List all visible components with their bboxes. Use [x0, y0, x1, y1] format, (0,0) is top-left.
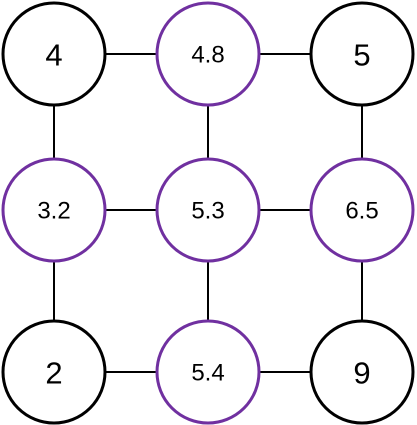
node-r2-c1: 5.4	[155, 319, 261, 425]
node-value: 9	[353, 356, 370, 391]
node-r2-c2: 9	[309, 319, 415, 425]
node-r0-c1: 4.8	[155, 1, 261, 107]
node-r1-c1: 5.3	[155, 157, 261, 263]
edges-layer	[53, 53, 363, 373]
derived-node-circle	[155, 319, 261, 425]
derived-node-circle	[155, 1, 261, 107]
derived-node-circle	[1, 157, 107, 263]
derived-node-circle	[155, 157, 261, 263]
corner-node-circle	[1, 319, 107, 425]
node-r0-c0: 4	[1, 1, 107, 107]
corner-node-circle	[309, 319, 415, 425]
node-value: 5	[353, 38, 370, 73]
node-value: 5.4	[191, 360, 224, 387]
node-r0-c2: 5	[309, 1, 415, 107]
node-value: 5.3	[191, 198, 224, 225]
node-value: 3.2	[37, 198, 70, 225]
node-value: 4	[45, 38, 62, 73]
corner-node-circle	[309, 1, 415, 107]
node-r2-c0: 2	[1, 319, 107, 425]
node-value: 6.5	[345, 198, 378, 225]
node-value: 2	[45, 356, 62, 391]
node-r1-c2: 6.5	[309, 157, 415, 263]
node-r1-c0: 3.2	[1, 157, 107, 263]
node-value: 4.8	[191, 42, 224, 69]
corner-node-circle	[1, 1, 107, 107]
derived-node-circle	[309, 157, 415, 263]
